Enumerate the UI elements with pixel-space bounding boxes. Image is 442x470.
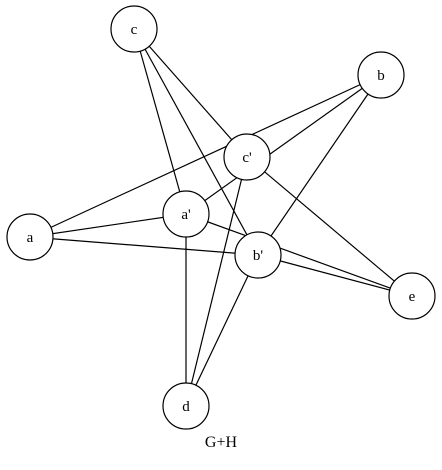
node-label-bp: b' xyxy=(253,248,264,264)
nodes-layer: c b c' a a' b' e d xyxy=(6,5,436,430)
node-c: c xyxy=(110,5,158,53)
node-a: a xyxy=(6,213,54,261)
node-bp: b' xyxy=(234,231,282,279)
node-label-b: b xyxy=(377,68,385,84)
node-cp: c' xyxy=(223,133,271,181)
edge-bp-e xyxy=(257,254,413,297)
edge-cp-d xyxy=(185,156,248,407)
edges-layer xyxy=(29,28,413,407)
diagram-caption: G+H xyxy=(205,434,238,451)
node-circle-d xyxy=(162,382,210,430)
node-circle-c xyxy=(110,5,158,53)
node-e: e xyxy=(388,272,436,320)
node-circle-a xyxy=(6,213,54,261)
edge-cp-e xyxy=(246,156,413,297)
edge-b-ap xyxy=(185,74,382,215)
edge-c-bp xyxy=(133,28,259,256)
edge-b-a xyxy=(29,74,382,238)
edge-ap-e xyxy=(185,213,413,297)
node-label-e: e xyxy=(409,289,416,305)
node-circle-cp xyxy=(223,133,271,181)
node-d: d xyxy=(162,382,210,430)
node-ap: a' xyxy=(162,190,210,238)
node-circle-ap xyxy=(162,190,210,238)
node-b: b xyxy=(357,51,405,99)
node-label-cp: c' xyxy=(242,150,252,166)
node-label-a: a xyxy=(27,230,34,246)
node-circle-b xyxy=(357,51,405,99)
edge-a-ap xyxy=(29,213,187,238)
edge-c-ap xyxy=(133,28,187,215)
edge-b-bp xyxy=(257,74,382,256)
edge-a-bp xyxy=(29,236,259,256)
edge-bp-d xyxy=(185,254,259,407)
node-circle-e xyxy=(388,272,436,320)
edge-c-cp xyxy=(133,28,248,158)
node-label-ap: a' xyxy=(181,207,191,223)
node-label-d: d xyxy=(182,399,190,415)
node-label-c: c xyxy=(131,22,138,38)
node-circle-bp xyxy=(234,231,282,279)
